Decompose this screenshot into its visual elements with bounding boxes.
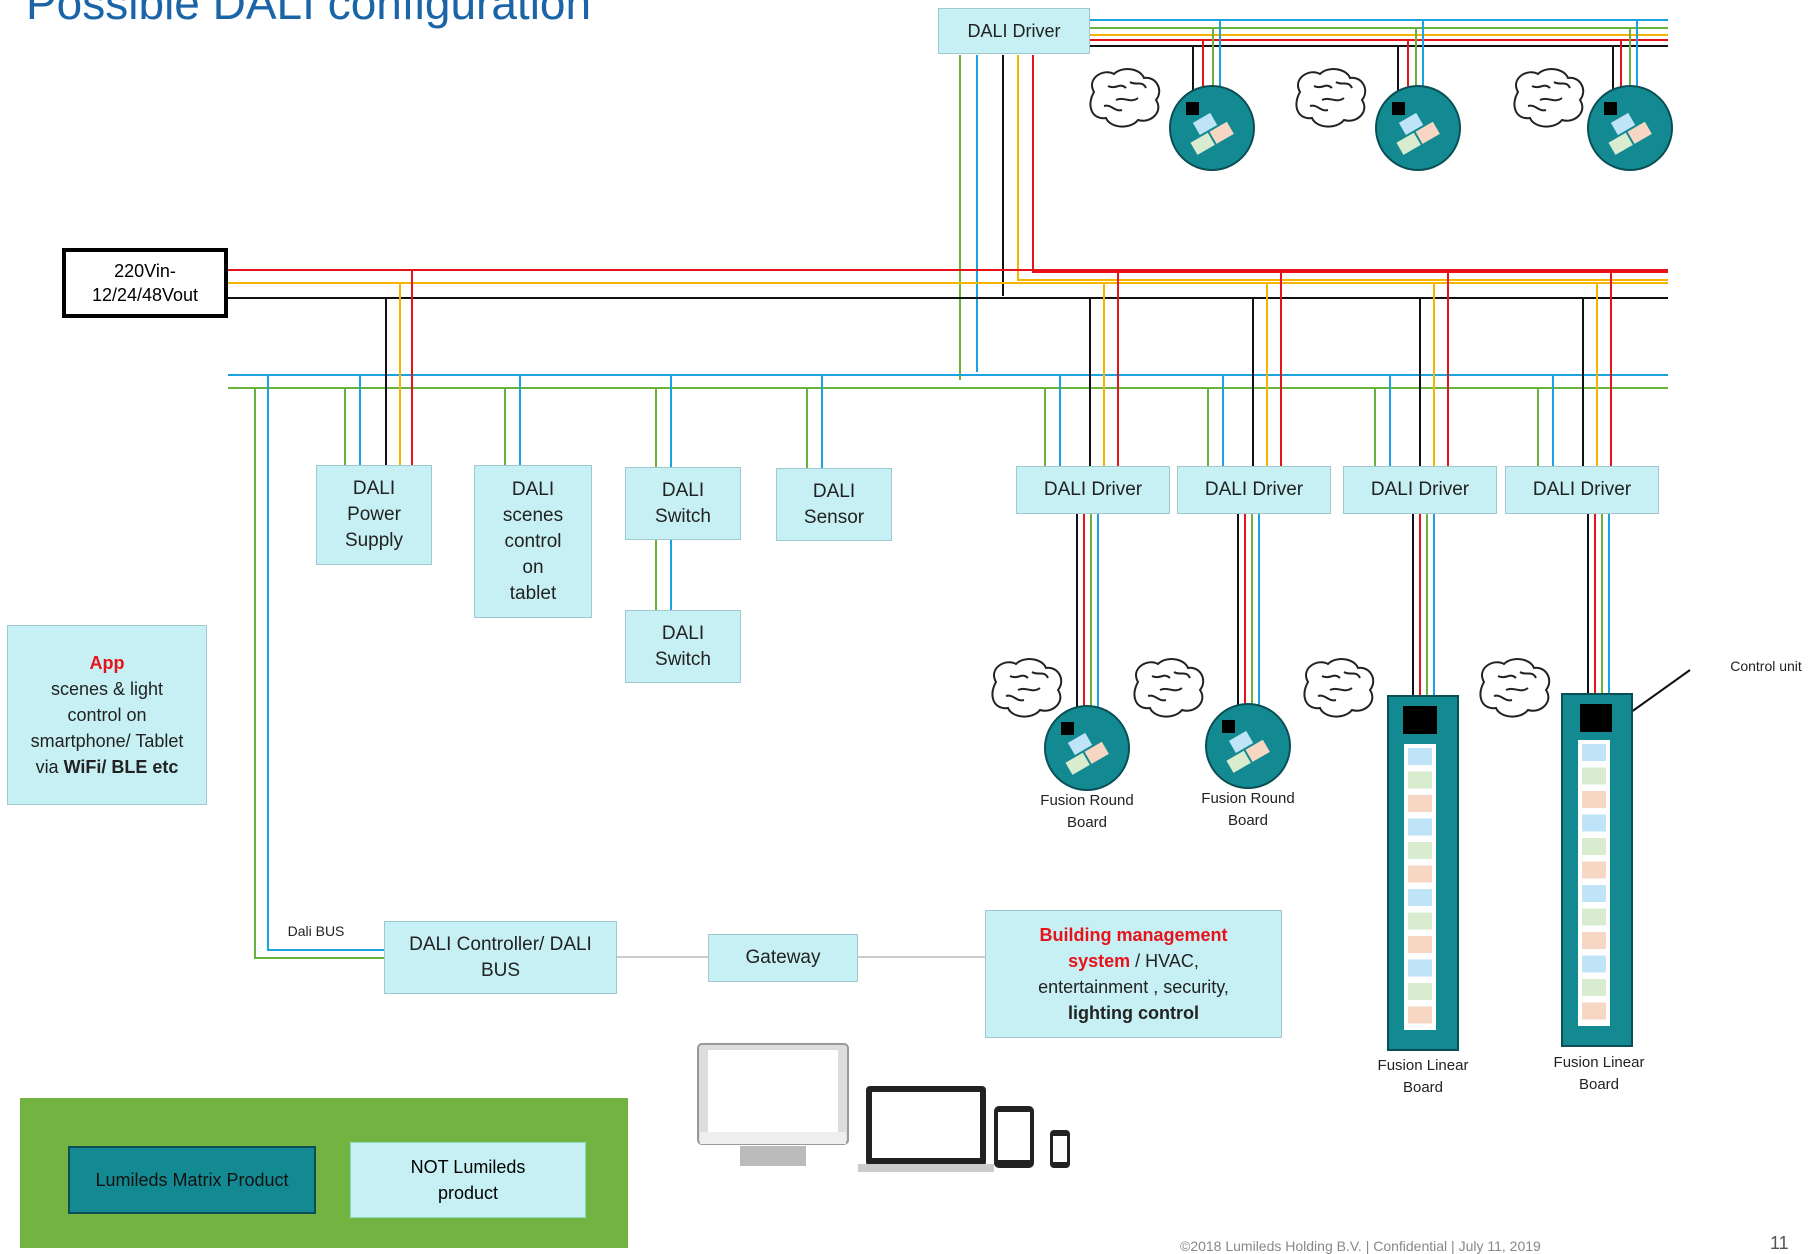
fusion-linear-label-1: Fusion Linear Board <box>1377 1057 1469 1096</box>
fusion-round-board <box>1044 705 1130 791</box>
gateway-box: Gateway <box>708 934 858 982</box>
brain-icon <box>991 658 1063 718</box>
led-cell <box>1408 1006 1432 1024</box>
control-unit-label: Control unit <box>1730 658 1802 674</box>
bms-desc-bold: lighting control <box>1068 1003 1199 1023</box>
bms-title: Building management system <box>1039 925 1228 971</box>
led-cell <box>1582 908 1606 926</box>
led-cell <box>1582 791 1606 808</box>
dali-driver-4: DALI Driver <box>1505 466 1659 514</box>
power-supply-line2: 12/24/48Vout <box>91 285 199 305</box>
led-cell <box>1408 983 1432 1000</box>
dali-driver-label: DALI Driver <box>967 21 1061 41</box>
dali-sensor-label: DALI Sensor <box>803 480 865 528</box>
led-cell <box>1408 795 1432 812</box>
led-cell <box>1582 838 1606 855</box>
dali-driver-label: DALI Driver <box>1532 479 1632 500</box>
fusion-round-board <box>1587 85 1673 171</box>
dali-controller-box: DALI Controller/ DALI BUS <box>384 921 617 994</box>
led-cell <box>1408 771 1432 789</box>
dali-power-supply-box: DALI Power Supply <box>316 465 432 565</box>
legend: Lumileds Matrix Product NOT Lumileds pro… <box>20 1098 628 1248</box>
dali-switch-box-1: DALI Switch <box>625 467 741 540</box>
led-cell <box>1408 959 1432 977</box>
led-cell <box>1408 889 1432 906</box>
led-cell <box>1582 1002 1606 1020</box>
fusion-round-board <box>1169 85 1255 171</box>
app-desc: scenes & light control on smartphone/ Ta… <box>30 679 184 777</box>
dali-controller-label: DALI Controller/ DALI BUS <box>409 933 592 981</box>
dali-scenes-label: DALI scenes control on tablet <box>502 478 564 604</box>
fusion-linear-label-2: Fusion Linear Board <box>1553 1054 1645 1093</box>
dali-power-supply-label: DALI Power Supply <box>344 478 404 551</box>
dali-sensor-box: DALI Sensor <box>776 468 892 541</box>
dali-switch-label: DALI Switch <box>655 622 711 670</box>
brain-icon <box>1303 658 1375 718</box>
led-cell <box>1582 744 1606 761</box>
brain-icon <box>1513 68 1585 128</box>
legend-not-lumileds: NOT Lumileds product <box>350 1142 586 1218</box>
legend-matrix-product: Lumileds Matrix Product <box>68 1146 316 1214</box>
dali-driver-2: DALI Driver <box>1177 466 1331 514</box>
fusion-round-board <box>1375 85 1461 171</box>
dali-driver-top: DALI Driver <box>938 8 1090 54</box>
brain-icon <box>1479 658 1551 718</box>
app-desc-bold: WiFi/ BLE etc <box>63 757 179 777</box>
led-cell <box>1408 865 1432 883</box>
led-cell <box>1582 814 1606 832</box>
fusion-round-board <box>1205 703 1291 789</box>
led-cell <box>1582 955 1606 973</box>
app-box: App scenes & light control on smartphone… <box>7 625 207 805</box>
bms-desc: / HVAC, entertainment , security, <box>1038 951 1229 997</box>
dali-switch-label: DALI Switch <box>655 479 711 527</box>
led-cell <box>1408 748 1432 765</box>
dali-driver-label: DALI Driver <box>1204 479 1304 500</box>
devices-illustration <box>697 1043 1070 1172</box>
gateway-label: Gateway <box>745 947 821 968</box>
fusion-round-label-2: Fusion Round Board <box>1201 790 1295 829</box>
led-cell <box>1408 936 1432 953</box>
dali-driver-1: DALI Driver <box>1016 466 1170 514</box>
fusion-round-label-1: Fusion Round Board <box>1040 792 1134 831</box>
bms-box: Building management system / HVAC, enter… <box>985 910 1282 1038</box>
page-number: 11 <box>1770 1233 1789 1253</box>
brain-icon <box>1089 68 1161 128</box>
brain-icon <box>1295 68 1367 128</box>
power-supply-box: 220Vin- 12/24/48Vout <box>62 248 228 318</box>
led-cell <box>1582 767 1606 785</box>
dali-scenes-box: DALI scenes control on tablet <box>474 465 592 618</box>
power-supply-line1: 220Vin- <box>114 261 176 281</box>
app-title: App <box>89 653 125 673</box>
page-title: Possible DALI configuration <box>26 0 592 29</box>
dali-switch-box-2: DALI Switch <box>625 610 741 683</box>
led-cell <box>1582 979 1606 996</box>
led-cell <box>1582 932 1606 949</box>
dali-driver-label: DALI Driver <box>1043 479 1143 500</box>
dali-bus-label: Dali BUS <box>287 923 345 939</box>
led-cell <box>1582 861 1606 879</box>
brain-icon <box>1133 658 1205 718</box>
dali-driver-label: DALI Driver <box>1370 479 1470 500</box>
led-cell <box>1408 818 1432 836</box>
dali-driver-3: DALI Driver <box>1343 466 1497 514</box>
led-cell <box>1408 912 1432 930</box>
footer-text: ©2018 Lumileds Holding B.V. | Confidenti… <box>1180 1238 1541 1254</box>
led-cell <box>1408 842 1432 859</box>
led-cell <box>1582 885 1606 902</box>
